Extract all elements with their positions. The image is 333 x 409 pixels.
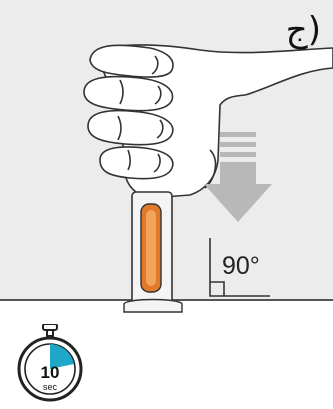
timer: 10 sec bbox=[16, 324, 84, 404]
angle-label: 90° bbox=[222, 252, 260, 280]
injection-illustration bbox=[0, 0, 333, 330]
timer-seconds: 10 bbox=[16, 364, 84, 381]
step-label: ج) bbox=[286, 10, 321, 50]
timer-unit: sec bbox=[16, 382, 84, 392]
